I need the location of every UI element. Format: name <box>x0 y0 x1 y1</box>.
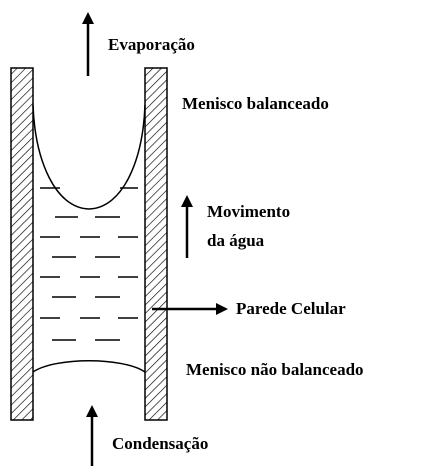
water-movement-label-line1: Movimento <box>207 202 291 221</box>
unbalanced-meniscus-curve <box>32 360 146 373</box>
water-movement-arrow-icon <box>181 195 193 258</box>
right-cell-wall <box>144 67 168 421</box>
condensation-arrow-icon <box>86 405 98 466</box>
balanced-meniscus-curve <box>32 104 146 210</box>
cell-wall-label: Parede Celular <box>236 299 346 318</box>
evaporation-arrow-icon <box>82 12 94 76</box>
balanced-meniscus-label: Menisco balanceado <box>182 94 329 113</box>
evaporation-label: Evaporação <box>108 35 195 54</box>
condensation-label: Condensação <box>112 434 209 453</box>
water-dashes <box>40 187 138 341</box>
water-movement-label-line2: da água <box>207 231 265 250</box>
unbalanced-meniscus-label: Menisco não balanceado <box>186 360 364 379</box>
left-cell-wall <box>10 67 34 421</box>
cell-wall-arrow-icon <box>152 303 228 315</box>
